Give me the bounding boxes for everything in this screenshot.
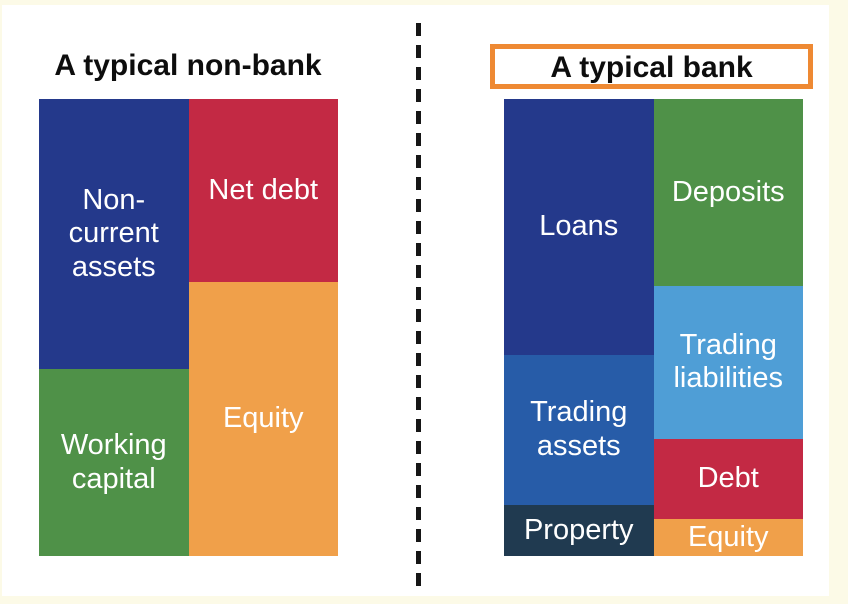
segment-debt: Debt [653,439,803,519]
segment-label: Equity [687,520,769,553]
segment-label: Property [523,513,634,546]
non-bank-assets-column: Non- current assets Working capital [39,99,189,556]
dashed-divider [416,23,421,589]
non-bank-title: A typical non-bank [54,49,322,82]
segment-label: Trading assets [530,396,628,462]
segment-trading-liabilities: Trading liabilities [653,285,803,439]
segment-label: Loans [539,210,619,243]
segment-equity-bank: Equity [653,518,803,556]
bank-title-box: A typical bank [490,44,813,89]
figure-background: A typical non-bank A typical bank Non- c… [2,5,829,596]
segment-working-capital: Working capital [39,369,189,556]
segment-trading-assets: Trading assets [504,354,654,505]
segment-non-current-assets: Non- current assets [39,99,189,370]
non-bank-balance-sheet: Non- current assets Working capital Net … [39,99,338,556]
segment-label: Non- current assets [68,183,159,283]
segment-label: Debt [697,462,759,495]
segment-property: Property [504,504,654,556]
segment-deposits: Deposits [653,99,803,286]
non-bank-liabilities-column: Net debt Equity [188,99,338,556]
bank-title: A typical bank [550,50,753,84]
segment-label: Net debt [208,173,319,206]
segment-net-debt: Net debt [188,99,338,282]
segment-loans: Loans [504,99,654,355]
segment-label: Equity [222,402,304,435]
segment-label: Trading liabilities [673,328,784,395]
bank-balance-sheet: Loans Trading assets Property Deposits T… [504,99,803,556]
segment-label: Working capital [60,428,167,495]
segment-label: Deposits [671,175,785,208]
bank-assets-column: Loans Trading assets Property [504,99,654,556]
bank-liabilities-column: Deposits Trading liabilities Debt Equity [653,99,803,556]
segment-equity-nonbank: Equity [188,281,338,556]
